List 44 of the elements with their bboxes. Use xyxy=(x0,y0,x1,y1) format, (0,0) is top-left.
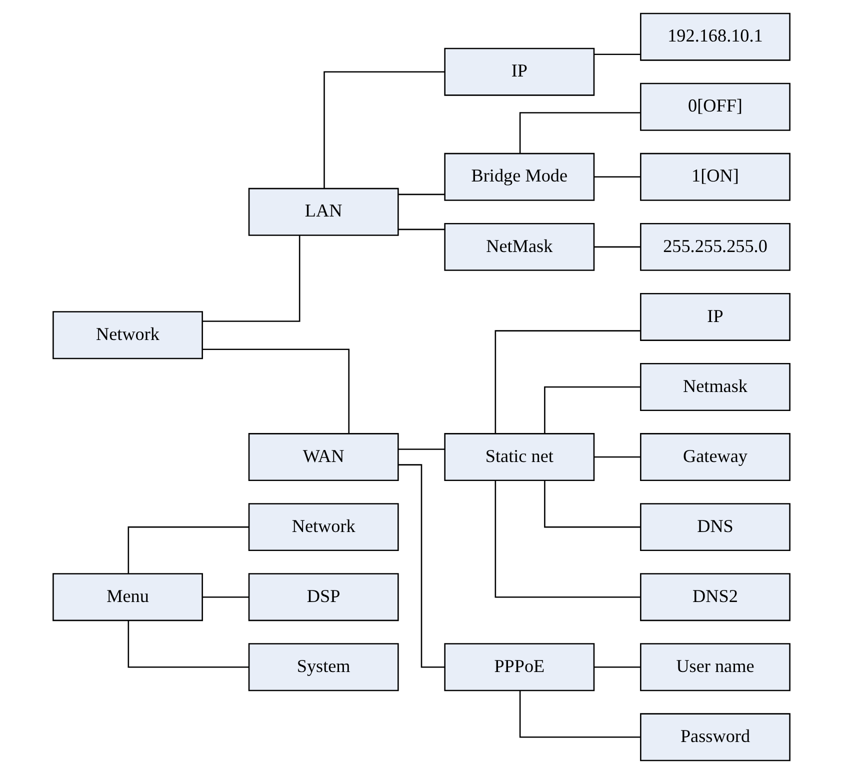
node-box: PPPoE xyxy=(444,643,595,692)
node-box: 255.255.255.0 xyxy=(640,222,790,271)
connector xyxy=(128,526,249,574)
node-box: 192.168.10.1 xyxy=(640,12,790,61)
node-box: Bridge Mode xyxy=(444,152,595,201)
connector xyxy=(519,112,640,154)
connector xyxy=(324,71,444,188)
node-box: Menu xyxy=(52,573,203,622)
node-box: System xyxy=(248,643,399,692)
node-box: WAN xyxy=(248,433,399,482)
connector xyxy=(594,176,641,178)
connector xyxy=(202,236,300,322)
connector xyxy=(594,456,641,458)
node-box: IP xyxy=(444,48,595,96)
node-box: 0[OFF] xyxy=(640,82,790,131)
connector xyxy=(202,348,350,434)
node-box: Password xyxy=(640,713,790,762)
connector xyxy=(202,596,249,598)
connector xyxy=(398,194,445,196)
node-box: Netmask xyxy=(640,363,790,411)
connector xyxy=(519,690,640,738)
connector xyxy=(544,480,640,528)
node-box: DNS xyxy=(640,503,790,552)
node-box: IP xyxy=(640,292,790,341)
node-box: NetMask xyxy=(444,222,595,271)
connector xyxy=(594,666,641,668)
connector xyxy=(594,246,641,248)
node-box: DSP xyxy=(248,573,399,622)
connector xyxy=(494,480,640,598)
node-box: DNS2 xyxy=(640,573,790,622)
connector xyxy=(398,448,445,450)
connector xyxy=(544,386,640,434)
connector xyxy=(594,54,641,55)
node-box: Network xyxy=(248,503,399,552)
node-box: User name xyxy=(640,643,790,692)
node-box: Static net xyxy=(444,433,595,482)
node-box: Network xyxy=(52,311,203,360)
connector xyxy=(128,620,249,668)
node-box: Gateway xyxy=(640,433,790,482)
connector xyxy=(398,228,445,230)
node-box: LAN xyxy=(248,188,399,236)
node-box: 1[ON] xyxy=(640,152,790,201)
connector xyxy=(494,330,640,434)
connector xyxy=(398,464,445,668)
